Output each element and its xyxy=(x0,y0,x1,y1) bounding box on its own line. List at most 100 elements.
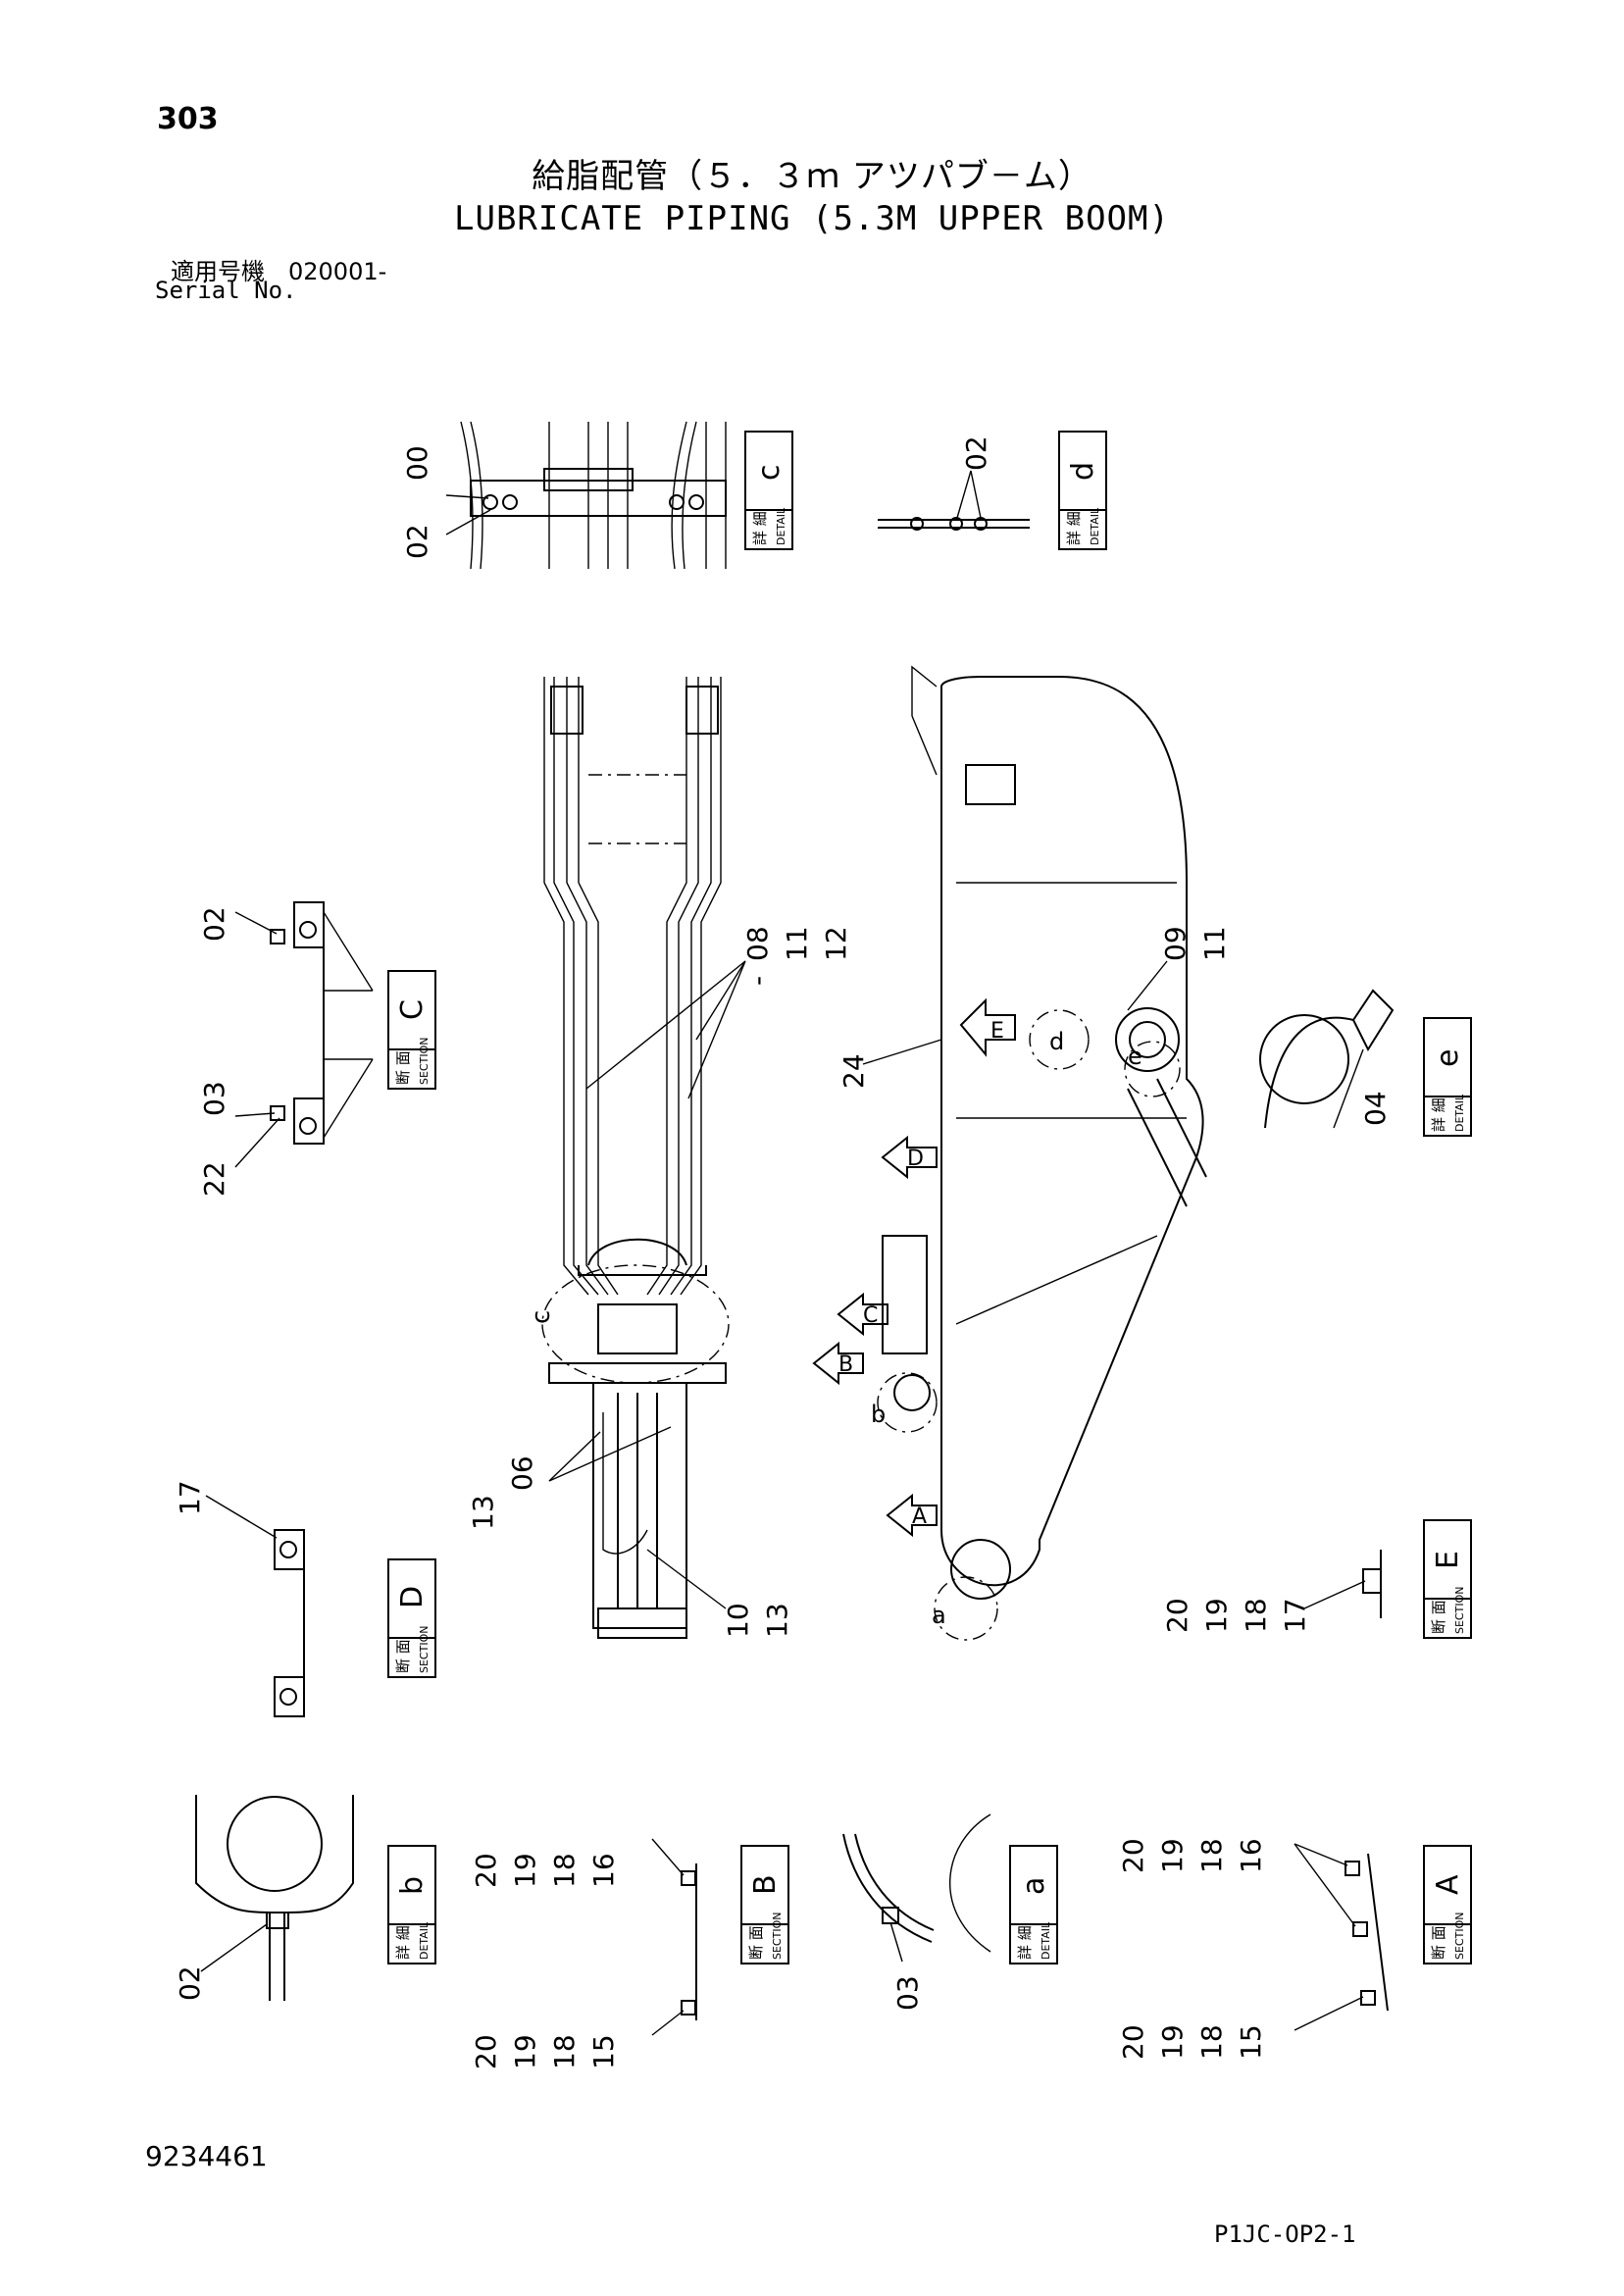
marker-C: C xyxy=(863,1303,878,1328)
box-jp-label: 断 面 xyxy=(1430,1600,1447,1634)
section-c-view: 02 03 22 xyxy=(198,901,374,1197)
box-en-label: DETAIL xyxy=(1089,507,1101,545)
label-box-section-e: 断 面 SECTION E xyxy=(1423,1519,1472,1639)
box-letter: B xyxy=(748,1874,783,1895)
box-en-label: SECTION xyxy=(771,1913,784,1960)
callout-detail-a-03: 03 xyxy=(891,1975,924,2011)
box-letter: b xyxy=(395,1876,430,1895)
box-en-label: SECTION xyxy=(418,1038,431,1085)
box-letter: C xyxy=(395,999,430,1020)
callout-section-a-18a: 18 xyxy=(1195,1838,1228,1873)
callout-section-e-17: 17 xyxy=(1279,1598,1311,1633)
box-jp-label: 詳 細 xyxy=(1430,1097,1447,1132)
box-jp-label: 断 面 xyxy=(1430,1925,1447,1960)
callout-main-13b: 13 xyxy=(761,1603,793,1638)
callout-main-13: 13 xyxy=(467,1495,499,1530)
callout-section-a-15: 15 xyxy=(1235,2024,1267,2060)
callout-e-04: 04 xyxy=(1359,1091,1392,1126)
section-b-view: 20 19 18 16 20 19 18 15 xyxy=(470,1838,697,2069)
callout-main-12: 12 xyxy=(820,926,852,961)
callout-main-11: 11 xyxy=(781,926,813,961)
box-letter: d xyxy=(1066,462,1100,481)
label-box-detail-b: 詳 細 DETAIL b xyxy=(387,1845,436,1964)
marker-D: D xyxy=(907,1147,924,1171)
section-d-view: 17 xyxy=(174,1480,305,1717)
label-box-detail-d: 詳 細 DETAIL d xyxy=(1058,431,1107,550)
box-en-label: DETAIL xyxy=(418,1921,431,1960)
boom-top-view: 08 - 11 12 13 06 10 13 c xyxy=(467,677,852,1639)
marker-a: a xyxy=(932,1602,946,1629)
box-en-label: SECTION xyxy=(1453,1913,1466,1960)
callout-section-b-18a: 18 xyxy=(548,1853,581,1888)
callout-section-c-02: 02 xyxy=(198,906,230,942)
marker-e: e xyxy=(1128,1043,1142,1070)
callout-side-11: 11 xyxy=(1198,926,1231,961)
box-jp-label: 断 面 xyxy=(394,1639,412,1673)
box-letter: a xyxy=(1017,1877,1051,1895)
callout-section-b-15: 15 xyxy=(587,2034,620,2069)
callout-section-b-20b: 20 xyxy=(470,2034,502,2069)
callout-section-d-17: 17 xyxy=(174,1480,206,1515)
label-box-detail-a: 詳 細 DETAIL a xyxy=(1009,1845,1058,1964)
marker-A: A xyxy=(912,1505,927,1529)
section-a-view: 20 19 18 16 20 19 18 15 xyxy=(1117,1838,1389,2060)
box-jp-label: 詳 細 xyxy=(394,1925,412,1960)
box-en-label: SECTION xyxy=(418,1626,431,1673)
box-en-label: DETAIL xyxy=(1453,1094,1466,1132)
callout-section-b-18b: 18 xyxy=(548,2034,581,2069)
box-en-label: DETAIL xyxy=(1040,1921,1052,1960)
callout-section-b-20a: 20 xyxy=(470,1853,502,1888)
serial-label-english: Serial No. xyxy=(155,277,297,304)
box-jp-label: 詳 細 xyxy=(1065,511,1083,545)
callout-side-09: 09 xyxy=(1159,926,1192,961)
callout-detail-b-02: 02 xyxy=(174,1965,206,2001)
callout-main-06: 06 xyxy=(506,1455,538,1491)
box-jp-label: 断 面 xyxy=(747,1925,765,1960)
marker-d: d xyxy=(1049,1028,1064,1055)
label-box-section-b: 断 面 SECTION B xyxy=(740,1845,789,1964)
box-letter: e xyxy=(1431,1049,1465,1067)
detail-b-view: 02 xyxy=(174,1795,354,2001)
marker-B: B xyxy=(838,1352,853,1377)
page-code: P1JC-OP2-1 xyxy=(1214,2220,1356,2248)
page-title-english: LUBRICATE PIPING (5.3M UPPER BOOM) xyxy=(454,199,1170,238)
marker-E: E xyxy=(990,1019,1004,1044)
marker-c: c xyxy=(527,1310,556,1324)
callout-d-02: 02 xyxy=(960,435,992,471)
callout-section-e-18: 18 xyxy=(1240,1598,1272,1633)
callout-section-c-22: 22 xyxy=(198,1161,230,1197)
detail-e-view: 04 xyxy=(1259,989,1395,1129)
callout-section-a-18b: 18 xyxy=(1195,2024,1228,2060)
boom-side-view: E D C B A d e b a 09 11 24 xyxy=(812,665,1231,1641)
box-letter: A xyxy=(1431,1874,1465,1895)
callout-section-a-20b: 20 xyxy=(1117,2024,1149,2060)
callout-c-00: 00 xyxy=(401,445,433,481)
box-jp-label: 詳 細 xyxy=(751,511,769,545)
callout-section-e-19: 19 xyxy=(1200,1598,1233,1633)
label-box-detail-c: 詳 細 DETAIL c xyxy=(744,431,793,550)
callout-section-a-20a: 20 xyxy=(1117,1838,1149,1873)
callout-section-b-19a: 19 xyxy=(509,1853,541,1888)
box-jp-label: 詳 細 xyxy=(1016,1925,1034,1960)
label-box-section-c: 断 面 SECTION C xyxy=(387,970,436,1090)
callout-c-02: 02 xyxy=(401,524,433,559)
callout-section-a-19b: 19 xyxy=(1156,2024,1189,2060)
callout-dash: - xyxy=(741,976,774,986)
page-title-japanese: 給脂配管（５．３ｍ アツパブ－ム） xyxy=(532,157,1092,196)
page-number: 303 xyxy=(157,102,219,136)
callout-main-10: 10 xyxy=(722,1603,754,1638)
callout-section-c-03: 03 xyxy=(198,1081,230,1116)
callout-main-08: 08 xyxy=(741,926,774,961)
detail-d-view: 02 xyxy=(878,435,1030,531)
box-en-label: DETAIL xyxy=(775,507,787,545)
callout-side-24: 24 xyxy=(837,1053,870,1089)
detail-a-view: 03 xyxy=(842,1813,991,2011)
box-letter: c xyxy=(752,465,787,482)
callout-section-b-19b: 19 xyxy=(509,2034,541,2069)
label-box-section-d: 断 面 SECTION D xyxy=(387,1558,436,1678)
serial-label-japanese: 適用号機 020001- xyxy=(171,258,387,285)
box-letter: D xyxy=(395,1586,430,1608)
callout-section-a-19a: 19 xyxy=(1156,1838,1189,1873)
box-jp-label: 断 面 xyxy=(394,1050,412,1085)
